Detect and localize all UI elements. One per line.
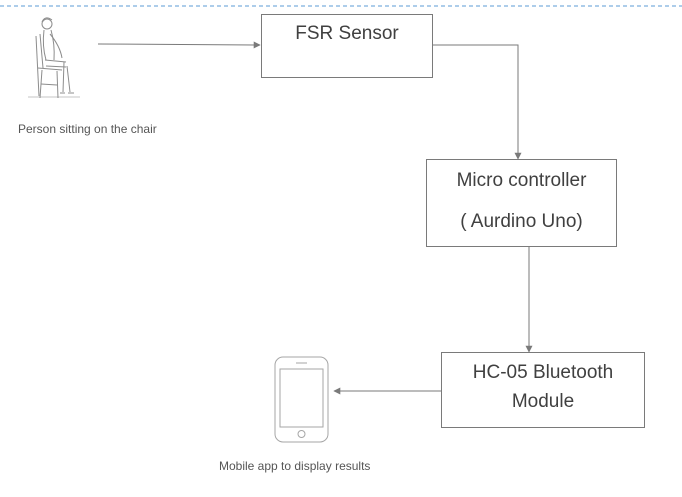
bluetooth-module-box: HC-05 Bluetooth Module [441, 352, 645, 428]
bluetooth-label-line2: Module [511, 391, 575, 412]
fsr-sensor-label: FSR Sensor [295, 23, 399, 44]
person-caption: Person sitting on the chair [18, 122, 157, 136]
smartphone-icon [274, 356, 329, 443]
fsr-sensor-box: FSR Sensor [261, 14, 433, 78]
person-on-chair-icon [28, 17, 80, 99]
arrow-person-to-fsr [97, 41, 261, 49]
arrow-fsr-to-microcontroller [432, 44, 522, 160]
microcontroller-label-line2: ( Aurdino Uno) [460, 211, 583, 232]
bluetooth-label-line1: HC-05 Bluetooth [472, 362, 614, 383]
microcontroller-label-line1: Micro controller [456, 170, 587, 191]
mobile-app-caption: Mobile app to display results [219, 459, 371, 473]
microcontroller-box: Micro controller ( Aurdino Uno) [426, 159, 617, 247]
